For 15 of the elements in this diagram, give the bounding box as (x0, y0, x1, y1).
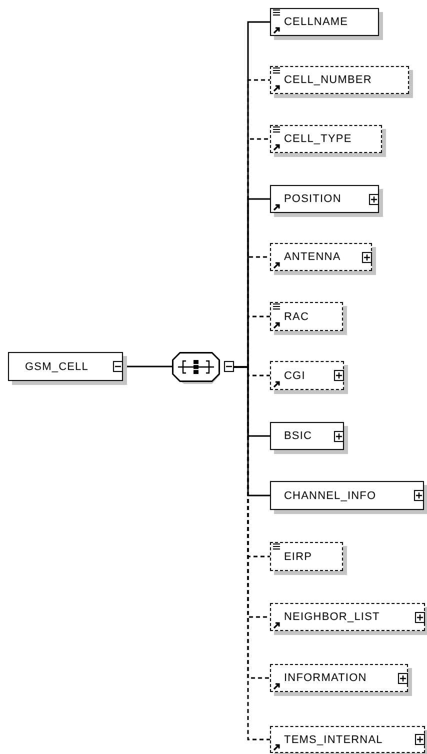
element-name: GSM_CELL (25, 360, 88, 372)
element-name: INFORMATION (284, 672, 367, 684)
element-name: CGI (284, 370, 306, 382)
element-name: EIRP (284, 550, 312, 562)
element-name: CELLNAME (284, 16, 348, 28)
element-name: TEMS_INTERNAL (284, 734, 383, 746)
element-name: RAC (284, 310, 310, 322)
element-name: CELL_NUMBER (284, 74, 372, 86)
element-name: ANTENNA (284, 251, 341, 263)
element-box (270, 726, 425, 753)
element-name: CHANNEL_INFO (284, 490, 376, 502)
element-name: NEIGHBOR_LIST (284, 611, 380, 623)
element-name: CELL_TYPE (284, 133, 352, 145)
element-name: BSIC (284, 430, 312, 442)
element-name: POSITION (284, 193, 342, 205)
